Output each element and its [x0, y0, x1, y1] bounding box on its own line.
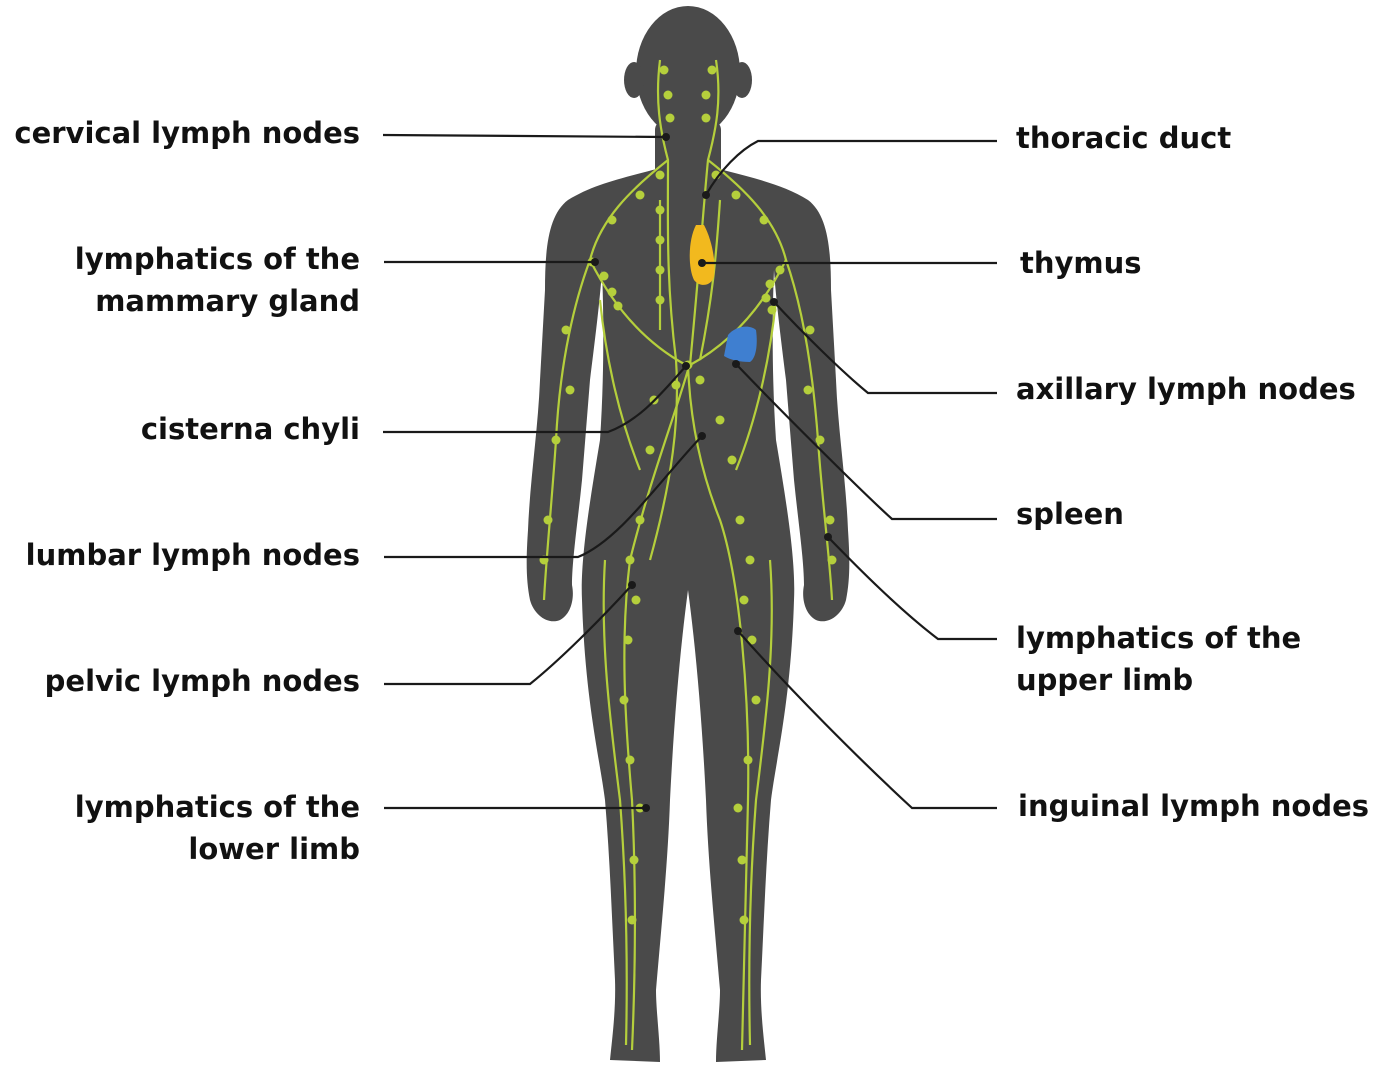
lymph-node: [646, 446, 655, 455]
label-thymus: thymus: [1020, 242, 1142, 284]
label-pelvic-lymph-nodes: pelvic lymph nodes: [0, 660, 360, 702]
label-line: pelvic lymph nodes: [0, 660, 360, 702]
label-line: lumbar lymph nodes: [0, 534, 360, 576]
lymph-node: [776, 266, 785, 275]
label-inguinal-lymph-nodes: inguinal lymph nodes: [1018, 785, 1369, 827]
label-lymphatics-upper-limb: lymphatics of the upper limb: [1016, 617, 1301, 701]
label-line: cervical lymph nodes: [0, 112, 360, 154]
leader-endpoint-dot: [824, 533, 832, 541]
lymph-node: [656, 236, 665, 245]
label-line: lower limb: [0, 828, 360, 870]
label-line: upper limb: [1016, 659, 1301, 701]
label-line: thoracic duct: [1016, 117, 1231, 159]
lymph-node: [624, 636, 633, 645]
lymph-node: [630, 856, 639, 865]
lymph-node: [666, 114, 675, 123]
leader-endpoint-dot: [642, 804, 650, 812]
lymph-node: [828, 556, 837, 565]
lymph-node: [740, 916, 749, 925]
label-line: cisterna chyli: [0, 408, 360, 450]
lymph-node: [806, 326, 815, 335]
lymph-node: [826, 516, 835, 525]
label-lumbar-lymph-nodes: lumbar lymph nodes: [0, 534, 360, 576]
leader-endpoint-dot: [770, 298, 778, 306]
lymph-node: [732, 191, 741, 200]
leader-endpoint-dot: [662, 133, 670, 141]
lymph-node: [614, 302, 623, 311]
label-cisterna-chyli: cisterna chyli: [0, 408, 360, 450]
lymph-node: [600, 272, 609, 281]
lymph-node: [702, 91, 711, 100]
lymph-node: [664, 91, 673, 100]
label-line: lymphatics of the: [0, 786, 360, 828]
lymph-node: [656, 171, 665, 180]
label-lymphatics-lower-limb: lymphatics of the lower limb: [0, 786, 360, 870]
lymph-node: [738, 856, 747, 865]
label-line: spleen: [1016, 493, 1124, 535]
lymph-node: [608, 288, 617, 297]
lymph-node: [760, 216, 769, 225]
label-thoracic-duct: thoracic duct: [1016, 117, 1231, 159]
lymph-node: [708, 66, 717, 75]
label-axillary-lymph-nodes: axillary lymph nodes: [1016, 368, 1356, 410]
lymph-node: [746, 556, 755, 565]
label-lymphatics-mammary-gland: lymphatics of the mammary gland: [0, 238, 360, 322]
lymph-node: [656, 296, 665, 305]
lymph-node: [620, 696, 629, 705]
lymph-node: [632, 596, 641, 605]
lymph-node: [656, 206, 665, 215]
lymph-node: [752, 696, 761, 705]
lymph-node: [636, 516, 645, 525]
lymph-node: [768, 306, 777, 315]
lymph-node: [660, 66, 669, 75]
lymph-node: [628, 916, 637, 925]
leader-endpoint-dot: [628, 581, 636, 589]
label-spleen: spleen: [1016, 493, 1124, 535]
lymph-node: [626, 756, 635, 765]
lymph-node: [656, 266, 665, 275]
leader-endpoint-dot: [732, 360, 740, 368]
leader-cervical: [383, 135, 666, 137]
leader-endpoint-dot: [734, 627, 742, 635]
label-line: inguinal lymph nodes: [1018, 785, 1369, 827]
lymph-node: [744, 756, 753, 765]
lymph-node: [608, 216, 617, 225]
lymph-node: [740, 596, 749, 605]
label-line: lymphatics of the: [0, 238, 360, 280]
leader-endpoint-dot: [591, 258, 599, 266]
leader-endpoint-dot: [682, 362, 690, 370]
lymph-node: [566, 386, 575, 395]
lymph-node: [696, 376, 705, 385]
leader-endpoint-dot: [702, 191, 710, 199]
lymph-node: [626, 556, 635, 565]
lymph-node: [734, 804, 743, 813]
label-line: thymus: [1020, 242, 1142, 284]
label-cervical-lymph-nodes: cervical lymph nodes: [0, 112, 360, 154]
label-line: mammary gland: [0, 280, 360, 322]
label-line: lymphatics of the: [1016, 617, 1301, 659]
lymph-node: [728, 456, 737, 465]
lymph-node: [762, 294, 771, 303]
lymph-node: [804, 386, 813, 395]
lymph-node: [716, 416, 725, 425]
leader-endpoint-dot: [698, 259, 706, 267]
lymph-node: [766, 280, 775, 289]
body-silhouette: [527, 6, 850, 1062]
leader-upper-limb: [828, 537, 997, 639]
lymph-node: [816, 436, 825, 445]
lymph-node: [636, 191, 645, 200]
lymph-node: [544, 516, 553, 525]
lymph-node: [702, 114, 711, 123]
lymph-node: [736, 516, 745, 525]
label-line: axillary lymph nodes: [1016, 368, 1356, 410]
lymph-node: [562, 326, 571, 335]
lymph-node: [552, 436, 561, 445]
leader-endpoint-dot: [698, 432, 706, 440]
